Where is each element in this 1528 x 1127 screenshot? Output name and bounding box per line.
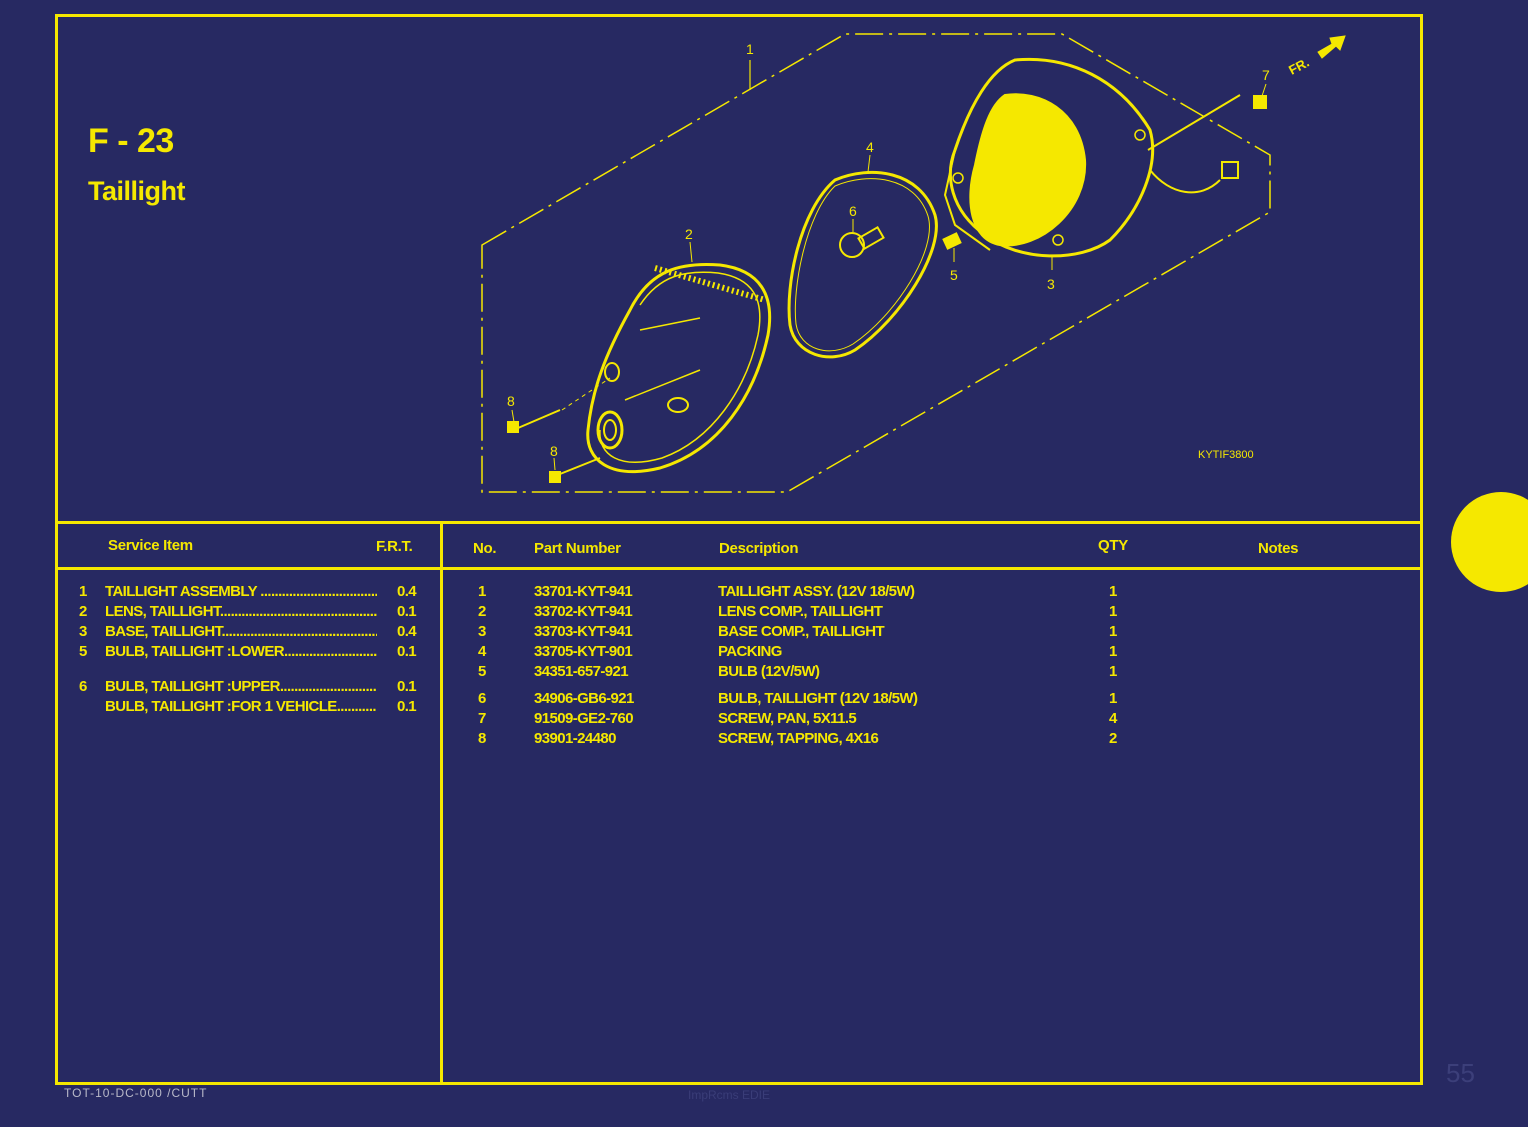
callout-5: 5 [950,267,958,283]
diagram-code: KYTIF3800 [1198,449,1254,461]
service-row-name: BULB, TAILLIGHT :FOR 1 VEHICLE..........… [105,698,377,715]
part-description: TAILLIGHT ASSY. (12V 18/5W) [718,583,915,600]
part-qty: 1 [1109,603,1117,620]
callout-3: 3 [1047,276,1055,292]
exploded-diagram: 1 2 3 4 5 6 7 8 8 FR. [481,33,1346,493]
section-tab[interactable] [1451,492,1528,592]
service-row-name: BASE, TAILLIGHT.........................… [105,623,377,640]
part-qty: 1 [1109,583,1117,600]
callout-1: 1 [746,41,754,57]
table-column-divider [440,521,443,1082]
notes-header: Notes [1258,540,1299,557]
service-row-frt: 0.1 [397,643,417,660]
bulb-drawing [839,225,885,258]
part-qty: 1 [1109,623,1117,640]
service-row-no: 3 [79,623,87,640]
service-row-no: 5 [79,643,87,660]
service-row-frt: 0.1 [397,678,417,695]
service-row-frt: 0.4 [397,623,417,640]
page-number: 55 [1446,1058,1475,1088]
screw-drawing [507,377,611,483]
page-frame [55,14,1423,1085]
lens-drawing [586,262,772,474]
assembly-outline [481,33,1271,493]
service-row-frt: 0.4 [397,583,417,600]
footer-code: TOT-10-DC-000 /CUTT [64,1086,208,1100]
part-row-no: 6 [478,690,486,707]
part-number: 93901-24480 [534,730,616,747]
part-description: SCREW, TAPPING, 4X16 [718,730,879,747]
callout-4: 4 [866,139,874,155]
part-row-no: 1 [478,583,486,600]
service-row-name: LENS, TAILLIGHT.........................… [105,603,377,620]
service-row-name: BULB, TAILLIGHT :LOWER..................… [105,643,377,660]
service-row-no: 1 [79,583,87,600]
service-row-name: BULB, TAILLIGHT :UPPER..................… [105,678,377,695]
part-number: 34906-GB6-921 [534,690,634,707]
service-item-header: Service Item [108,537,193,554]
front-arrow-icon [1317,35,1346,59]
callout-7: 7 [1262,67,1270,83]
frt-header: F.R.T. [376,538,413,555]
service-row-no: 2 [79,603,87,620]
qty-header: QTY [1098,537,1128,554]
description-header: Description [719,540,799,557]
part-number: 33705-KYT-901 [534,643,633,660]
service-row-frt: 0.1 [397,698,417,715]
part-number-header: Part Number [534,540,621,557]
part-number: 33702-KYT-941 [534,603,633,620]
callout-2: 2 [685,226,693,242]
part-description: BASE COMP., TAILLIGHT [718,623,885,640]
part-qty: 4 [1109,710,1117,727]
footer-center-text: ImpRcms EDIE [688,1088,771,1102]
part-description: PACKING [718,643,782,660]
part-row-no: 5 [478,663,486,680]
part-qty: 1 [1109,663,1117,680]
front-label: FR. [1286,55,1312,78]
part-row-no: 4 [478,643,486,660]
section-code: F - 23 [88,122,174,160]
service-row-no: 6 [79,678,87,695]
part-qty: 1 [1109,690,1117,707]
small-bulb-drawing [942,232,962,250]
callout-8a: 8 [507,393,515,409]
part-row-no: 2 [478,603,486,620]
diagram-divider [58,521,1420,524]
no-header: No. [473,540,497,557]
service-row-name: TAILLIGHT ASSEMBLY .....................… [105,583,377,600]
part-qty: 1 [1109,643,1117,660]
part-number: 33701-KYT-941 [534,583,633,600]
callout-6: 6 [849,203,857,219]
part-description: SCREW, PAN, 5X11.5 [718,710,857,727]
part-description: LENS COMP., TAILLIGHT [718,603,883,620]
base-drawing [943,57,1239,258]
callout-8b: 8 [550,443,558,459]
part-row-no: 8 [478,730,486,747]
service-row-frt: 0.1 [397,603,417,620]
part-number: 33703-KYT-941 [534,623,633,640]
table-header-divider [58,567,1420,570]
part-row-no: 3 [478,623,486,640]
part-description: BULB, TAILLIGHT (12V 18/5W) [718,690,918,707]
part-number: 34351-657-921 [534,663,629,680]
section-title: Taillight [88,176,186,206]
packing-drawing [787,170,938,359]
part-row-no: 7 [478,710,486,727]
part-description: BULB (12V/5W) [718,663,820,680]
part-qty: 2 [1109,730,1117,747]
part-number: 91509-GE2-760 [534,710,634,727]
